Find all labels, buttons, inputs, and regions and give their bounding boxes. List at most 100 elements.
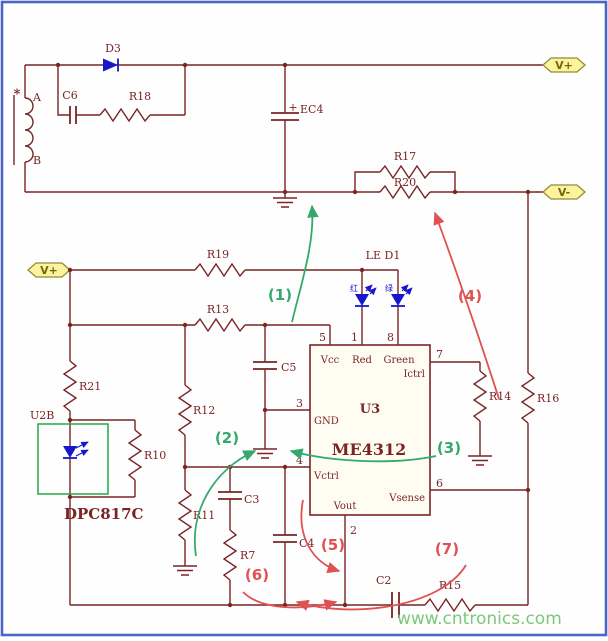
terminal-vplus-top-label: V+: [555, 59, 573, 72]
capacitor-c6-label: C6: [62, 89, 77, 102]
annotation-arrow-3: (3): [289, 439, 461, 463]
opto-led-symbol: [63, 446, 77, 458]
ground-gnd-pin-icon: [252, 442, 278, 459]
annotation-label-4: (4): [458, 287, 482, 305]
resistor-r20-label: R20: [394, 176, 416, 189]
ground-top-icon: [272, 191, 298, 208]
pin3-name: GND: [314, 416, 339, 427]
junction-dots: [55, 62, 531, 608]
led1-label: LE D1: [366, 249, 401, 262]
pin2-name: Vout: [333, 501, 357, 512]
capacitor-c6: C6: [62, 89, 78, 124]
pin6-name: Vsense: [388, 493, 425, 504]
resistor-r15: R15: [424, 579, 476, 612]
resistor-r16: R16: [521, 372, 559, 424]
pin4-number: 4: [296, 454, 303, 467]
led1-red-symbol: [355, 294, 369, 306]
resistor-r18-label: R18: [129, 90, 151, 103]
optocoupler-part-label: DPC817C: [64, 505, 144, 523]
annotation-label-7: (7): [435, 540, 459, 558]
resistor-r21-label: R21: [79, 380, 101, 393]
annotation-arrow-1: (1): [268, 204, 319, 323]
diode-d3-symbol: [103, 58, 118, 72]
annotation-arrow-5: (5): [300, 499, 345, 574]
annotation-arrow-4: (4): [433, 211, 500, 400]
transformer-polarity-mark: *: [14, 87, 21, 102]
capacitor-ec4: + EC4: [271, 101, 323, 121]
resistor-r11: R11: [178, 489, 215, 541]
led1-green-label: 绿: [385, 284, 393, 293]
resistor-r19-label: R19: [207, 248, 229, 261]
diode-d3-label: D3: [105, 42, 121, 55]
transformer: * A B: [13, 87, 42, 167]
resistor-r17: R17: [379, 150, 431, 179]
capacitor-c4: C4: [273, 534, 314, 550]
watermark: www.cntronics.com: [397, 609, 562, 629]
capacitor-c5: C5: [253, 361, 296, 374]
capacitor-c2: C2: [376, 574, 400, 618]
pin2-number: 2: [350, 524, 357, 537]
pin1-name: Red: [352, 355, 372, 366]
terminal-vminus-label: V-: [558, 186, 570, 199]
resistor-r17-label: R17: [394, 150, 416, 163]
resistor-r13: R13: [194, 303, 246, 332]
resistor-r10: R10: [128, 429, 166, 481]
pin7-name: Ictrl: [403, 369, 425, 380]
terminal-vplus-left: V+: [27, 262, 71, 278]
resistor-r7-label: R7: [240, 549, 255, 562]
annotation-arrow-6: (6): [242, 566, 338, 611]
led-led1: LE D1 红 绿: [350, 249, 413, 307]
chip-part-number: ME4312: [332, 440, 406, 459]
pin4-name: Vctrl: [313, 471, 339, 482]
annotation-label-3: (3): [437, 439, 461, 457]
chip-refdes: U3: [360, 402, 380, 417]
terminal-vplus-top: V+: [542, 57, 586, 73]
pin6-number: 6: [436, 477, 443, 490]
resistor-r21: R21: [63, 360, 101, 412]
capacitor-c5-label: C5: [281, 361, 296, 374]
led1-red-label: 红: [350, 283, 358, 293]
optocoupler-u2b: U2B DPC817C: [30, 409, 144, 523]
terminal-vminus: V-: [542, 184, 586, 200]
chip-u3: 5 1 8 Vcc Red Green 7 Ictrl 3 GND U3 ME4…: [296, 331, 443, 537]
wires: [24, 64, 543, 606]
resistor-r18: R18: [99, 90, 151, 122]
resistor-r10-label: R10: [144, 449, 166, 462]
capacitor-c3-label: C3: [244, 493, 259, 506]
terminal-vplus-left-label: V+: [40, 264, 58, 277]
pin1-number: 1: [351, 331, 358, 344]
pin5-name: Vcc: [320, 355, 340, 366]
capacitor-c2-label: C2: [376, 574, 391, 587]
pin5-number: 5: [319, 331, 326, 344]
pin3-number: 3: [296, 397, 303, 410]
diode-d3: D3: [103, 42, 121, 72]
resistor-r15-label: R15: [439, 579, 461, 592]
pin7-number: 7: [436, 348, 443, 361]
resistor-r7: R7: [223, 529, 255, 581]
resistor-r14-label: R14: [489, 390, 511, 403]
resistor-r19: R19: [194, 248, 246, 277]
ground-r11-icon: [172, 559, 198, 576]
capacitor-ec4-plus: +: [288, 101, 297, 114]
led1-green-symbol: [391, 294, 405, 306]
annotation-label-6: (6): [245, 566, 269, 584]
resistor-r13-label: R13: [207, 303, 229, 316]
ground-r14-icon: [467, 449, 493, 466]
annotation-label-2: (2): [215, 429, 239, 447]
resistor-r12-label: R12: [193, 404, 215, 417]
resistor-r16-label: R16: [537, 392, 559, 405]
annotation-arrow-7: (7): [295, 540, 467, 611]
annotation-label-5: (5): [321, 536, 345, 554]
capacitor-ec4-label: EC4: [300, 103, 323, 116]
capacitor-c3: C3: [218, 491, 259, 506]
pin8-name: Green: [383, 355, 415, 366]
chip-u3-body: [309, 344, 431, 516]
annotation-label-1: (1): [268, 286, 292, 304]
optocoupler-refdes: U2B: [30, 409, 54, 422]
resistor-r20: R20: [379, 176, 431, 199]
optocoupler-box: [37, 423, 109, 495]
resistor-r12: R12: [178, 384, 215, 436]
